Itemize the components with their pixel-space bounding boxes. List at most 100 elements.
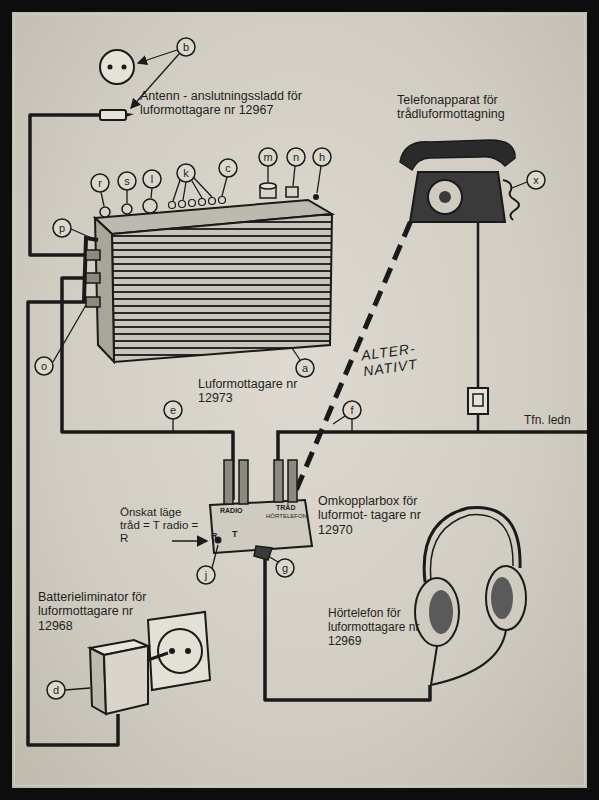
panel-text: RADIO (220, 507, 254, 515)
button (219, 197, 226, 204)
device-box: Telefonapparat för trådluformottagning (405, 150, 510, 222)
callout-circle (197, 566, 215, 584)
callout-letter: l (143, 170, 161, 188)
callout-circle (313, 148, 331, 166)
device-box: Hörtelefon för luformottagare nr 12969 (385, 505, 520, 685)
callout-letter: r (91, 174, 109, 192)
leader-line (53, 305, 86, 362)
callout-circle (35, 357, 53, 375)
leader-line (293, 166, 295, 186)
callout-circle (276, 559, 294, 577)
switchbox-body (210, 500, 312, 553)
socket-hole (122, 65, 127, 70)
callout-letter: h (313, 148, 331, 166)
leader-line (71, 229, 96, 240)
switch-position: R (211, 531, 221, 541)
phone-dial (428, 180, 462, 214)
headphone-plug (254, 546, 272, 560)
headphone-cord (431, 630, 506, 685)
ear-cup (486, 566, 526, 630)
socket-ring (158, 629, 202, 673)
button (179, 201, 186, 208)
device-box: Omkopplarbox för luformot- tagare nr 129… (210, 500, 312, 552)
leader-line (151, 188, 152, 198)
callout-letter: o (35, 357, 53, 375)
wall-socket (148, 612, 210, 690)
device-box: Antenn - anslutningssladd för luformotta… (100, 109, 132, 121)
phone-line (477, 414, 480, 432)
leader-line (292, 348, 300, 360)
leader-line (65, 688, 90, 690)
plug-tip (126, 113, 134, 117)
callout-circle (143, 170, 161, 188)
callout-circle (287, 148, 305, 166)
ear-pad (429, 590, 453, 634)
ear-pad (491, 577, 513, 619)
leader-line (333, 416, 352, 431)
side-connector (86, 273, 100, 283)
knob (100, 207, 110, 217)
callout-letter: d (47, 681, 65, 699)
callout-letter: p (53, 219, 71, 237)
leader-line (173, 178, 212, 201)
cable-connector (265, 552, 430, 700)
callout-circle (296, 359, 314, 377)
callout-circle (118, 172, 136, 190)
note-text: Önskat läge tråd = T radio = R (120, 506, 202, 546)
callout-letter: f (343, 401, 361, 419)
callout-circle (177, 38, 195, 56)
leader-line (172, 419, 173, 431)
phone-handset (400, 140, 515, 170)
mains-plug (148, 653, 168, 660)
wall-jack (468, 388, 488, 414)
knob (286, 187, 298, 197)
eliminator-front (104, 646, 148, 714)
part-caption: Omkopplarbox för luformot- tagare nr 129… (318, 494, 423, 537)
line-cable (278, 432, 587, 462)
indicator (313, 194, 319, 200)
knob (122, 204, 132, 214)
switch-position: T (232, 529, 242, 539)
note-text: Tfn. ledn (524, 414, 586, 428)
leader-line (222, 177, 227, 196)
callout-circle (177, 164, 195, 182)
leader-line (212, 545, 218, 568)
knob-top (260, 183, 276, 189)
callout-circles (35, 38, 545, 699)
socket-hole (169, 648, 175, 654)
knob (143, 199, 157, 213)
box-connector (239, 460, 248, 504)
callout-letter: e (164, 401, 182, 419)
headphone-cord (431, 646, 437, 685)
receiver-front (112, 214, 332, 362)
ear-cup (415, 578, 459, 646)
leader-line (101, 192, 104, 206)
callout-letter: x (527, 171, 545, 189)
callout-circle (164, 401, 182, 419)
device-box: Luformottagare nr 12973 (100, 215, 332, 362)
side-connector (86, 297, 100, 307)
socket-hole (108, 65, 113, 70)
button (189, 200, 196, 207)
callout-letter: k (177, 164, 195, 182)
callout-letter: g (276, 559, 294, 577)
callout-letter: m (259, 148, 277, 166)
phone-base (410, 172, 505, 222)
edge-label: ALTER- NATIVT (360, 339, 428, 380)
antenna-socket (100, 50, 134, 84)
button (199, 199, 206, 206)
callout-circle (259, 148, 277, 166)
receiver-handle (84, 238, 98, 302)
panel-text: HÖRTELEFON (266, 513, 316, 520)
part-caption: Batterieliminator för luformottagare nr … (38, 590, 168, 633)
cable-connector (30, 115, 100, 255)
part-caption: Antenn - anslutningssladd för luformotta… (140, 89, 335, 118)
part-caption: Luformottagare nr 12973 (198, 377, 308, 406)
leader-line (267, 166, 268, 183)
callout-circle (91, 174, 109, 192)
callout-letter: b (177, 38, 195, 56)
